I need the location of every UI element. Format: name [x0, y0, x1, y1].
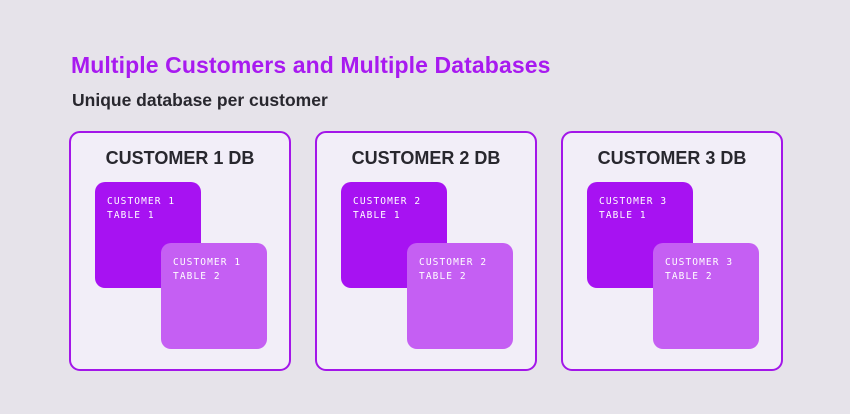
table-label-line-2: TABLE 2 — [173, 271, 221, 282]
db-card-title: CUSTOMER 3 DB — [597, 148, 747, 168]
table-label-line-1: CUSTOMER 2 — [419, 257, 488, 268]
table-label-line-1: CUSTOMER 1 — [173, 257, 242, 268]
customer-3-db-card: CUSTOMER 3 DB CUSTOMER 3 TABLE 1 CUSTOME… — [561, 131, 783, 371]
customer-1-table-1-box: CUSTOMER 1 TABLE 1 — [95, 182, 201, 288]
db-card-title: CUSTOMER 1 DB — [105, 148, 255, 168]
table-label-line-1: CUSTOMER 3 — [665, 257, 734, 268]
customer-1-db-card: CUSTOMER 1 DB CUSTOMER 1 TABLE 1 CUSTOME… — [69, 131, 291, 371]
customer-3-table-2-box: CUSTOMER 3 TABLE 2 — [653, 243, 759, 349]
customer-1-table-2-box: CUSTOMER 1 TABLE 2 — [161, 243, 267, 349]
diagram-subtitle: Unique database per customer — [72, 90, 328, 110]
customer-2-table-2-box: CUSTOMER 2 TABLE 2 — [407, 243, 513, 349]
table-label-line-2: TABLE 2 — [419, 271, 467, 282]
customer-2-db-card: CUSTOMER 2 DB CUSTOMER 2 TABLE 1 CUSTOME… — [315, 131, 537, 371]
table-label-line-2: TABLE 1 — [599, 210, 647, 221]
diagram-title: Multiple Customers and Multiple Database… — [71, 52, 551, 78]
table-label-line-2: TABLE 2 — [665, 271, 713, 282]
table-label-line-1: CUSTOMER 3 — [599, 196, 668, 207]
table-label-line-2: TABLE 1 — [353, 210, 401, 221]
table-label-line-2: TABLE 1 — [107, 210, 155, 221]
db-card-title: CUSTOMER 2 DB — [351, 148, 501, 168]
table-label-line-1: CUSTOMER 1 — [107, 196, 176, 207]
table-label-line-1: CUSTOMER 2 — [353, 196, 422, 207]
database-cards-row: CUSTOMER 1 DB CUSTOMER 1 TABLE 1 CUSTOME… — [69, 131, 783, 371]
